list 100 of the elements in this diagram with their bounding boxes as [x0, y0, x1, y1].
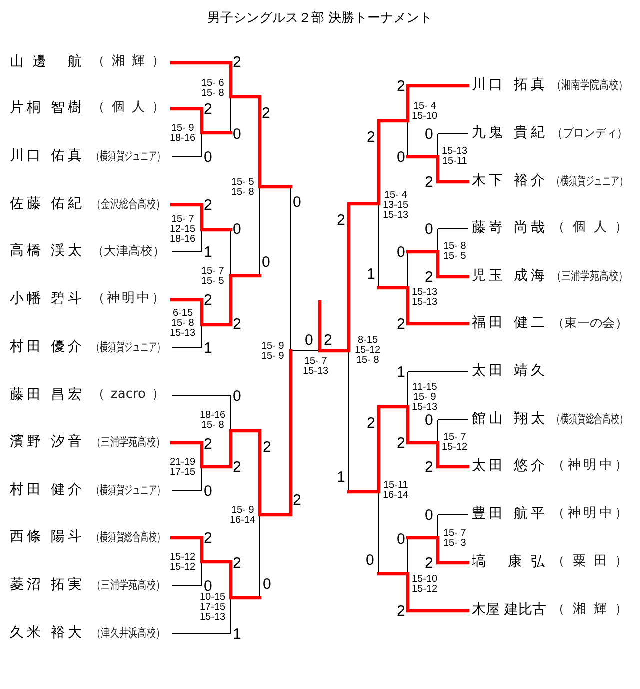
game-score: 15- 6 — [202, 79, 224, 89]
team-name: （津久井浜高校） — [92, 625, 165, 642]
game-score: 16-14 — [230, 516, 256, 526]
match-score: 0 — [425, 412, 434, 428]
game-score: 15- 8 — [172, 319, 194, 329]
match-score: 2 — [204, 530, 212, 546]
match-score: 0 — [425, 126, 434, 142]
match-score: 2 — [425, 174, 434, 190]
game-score: 15- 9 — [172, 124, 194, 134]
match-score: 2 — [397, 78, 406, 94]
game-score: 15-13 — [200, 613, 226, 623]
game-score: 15-12 — [442, 443, 468, 453]
team-name: （三浦学苑高校） — [92, 434, 165, 451]
match-score: 2 — [233, 54, 242, 70]
player-name: 塙 康弘 — [472, 553, 545, 571]
player-name: 西條 陽斗 — [10, 528, 82, 546]
game-score: 17-15 — [170, 468, 196, 478]
match-score: 2 — [367, 416, 376, 430]
match-score: 2 — [204, 436, 212, 452]
match-score: 2 — [204, 102, 212, 116]
game-score: 15- 8 — [444, 242, 466, 252]
match-score: 2 — [233, 556, 242, 570]
game-score: 16-14 — [383, 491, 409, 501]
game-score: 13-15 — [383, 201, 409, 211]
game-score: 10-15 — [200, 593, 226, 603]
team-name: （東一の会） — [552, 315, 628, 332]
game-score: 15-10 — [412, 112, 438, 122]
game-score: 15- 4 — [414, 102, 436, 112]
game-score: 15-13 — [303, 367, 329, 377]
player-name: 片桐 智樹 — [10, 99, 82, 117]
player-name: 太田 靖久 — [472, 362, 545, 380]
match-score: 0 — [233, 388, 242, 404]
match-score: 2 — [263, 440, 272, 454]
match-score: 0 — [397, 532, 406, 546]
team-name: （横須賀ジュニア） — [92, 339, 165, 356]
game-score: 8-15 — [358, 336, 378, 346]
game-score: 15- 3 — [444, 539, 466, 549]
player-name: 村田 優介 — [10, 338, 82, 356]
player-name: 川口 拓真 — [472, 76, 545, 94]
game-score: 15- 8 — [232, 188, 254, 198]
match-score: 0 — [425, 222, 434, 236]
game-score: 15- 7 — [172, 215, 194, 225]
player-name: 山邊 航 — [10, 53, 82, 71]
match-score: 2 — [367, 130, 376, 144]
match-score: 1 — [367, 266, 376, 282]
team-name: （粟田） — [552, 553, 628, 571]
match-score: 0 — [425, 508, 434, 522]
player-name: 濱野 汐音 — [10, 433, 82, 451]
match-score: 0 — [262, 254, 270, 270]
game-score: 15- 5 — [232, 178, 254, 188]
team-name: （ブロンディ） — [552, 125, 628, 142]
player-name: 佐藤 佑紀 — [10, 195, 82, 213]
game-score: 15- 8 — [356, 356, 380, 366]
team-name: （湘南学院高校） — [552, 77, 628, 94]
match-score: 2 — [337, 212, 346, 228]
match-score: 2 — [293, 492, 302, 508]
game-score: 15-10 — [412, 575, 438, 585]
team-name: （三浦学苑高校） — [552, 268, 628, 285]
team-name: （湘輝） — [92, 53, 165, 71]
team-name: （金沢総合高校） — [92, 196, 165, 213]
game-score: 15- 9 — [232, 506, 254, 516]
match-score: 1 — [204, 244, 212, 260]
match-score: 2 — [324, 332, 332, 348]
match-score: 0 — [366, 552, 374, 568]
player-name: 村田 健介 — [10, 481, 82, 499]
game-score: 15-13 — [442, 147, 468, 157]
game-score: 18-16 — [170, 235, 196, 245]
game-score: 15- 5 — [444, 252, 466, 262]
game-score: 15- 8 — [202, 89, 224, 99]
game-score: 15- 9 — [262, 342, 284, 352]
game-score: 21-19 — [170, 458, 196, 468]
team-name: （横須賀ジュニア） — [92, 482, 165, 499]
match-score: 2 — [233, 316, 242, 332]
match-score: 1 — [233, 626, 242, 642]
team-name: （横須賀総合高校） — [92, 529, 165, 546]
team-name: （横須賀総合高校） — [552, 411, 628, 428]
player-name: 藤田 昌宏 — [10, 386, 82, 404]
game-score: 12-15 — [170, 225, 196, 235]
team-name: （神明中） — [92, 290, 165, 308]
match-score: 1 — [204, 340, 212, 356]
player-name: 藤嵜 尚哉 — [472, 219, 545, 237]
game-score: 15-12 — [170, 563, 196, 573]
game-score: 15- 7 — [444, 433, 466, 443]
match-score: 2 — [204, 292, 212, 308]
team-name: （個人） — [92, 99, 165, 117]
player-name: 館山 翔太 — [472, 410, 545, 428]
match-score: 2 — [233, 460, 242, 474]
match-score: 2 — [425, 556, 434, 570]
game-score: 15-13 — [170, 329, 196, 339]
team-name: （湘輝） — [552, 601, 628, 619]
game-score: 15-13 — [412, 298, 438, 308]
game-score: 6-15 — [173, 309, 194, 319]
player-name: 木下 裕介 — [472, 172, 545, 190]
match-score: 2 — [425, 460, 434, 474]
match-score: 0 — [305, 332, 314, 348]
player-name: 福田 健二 — [472, 314, 545, 332]
team-name: （三浦学苑高校） — [92, 577, 165, 594]
game-score: 15- 5 — [202, 277, 224, 287]
team-name: （大津高校） — [92, 243, 165, 260]
match-score: 2 — [262, 106, 270, 120]
